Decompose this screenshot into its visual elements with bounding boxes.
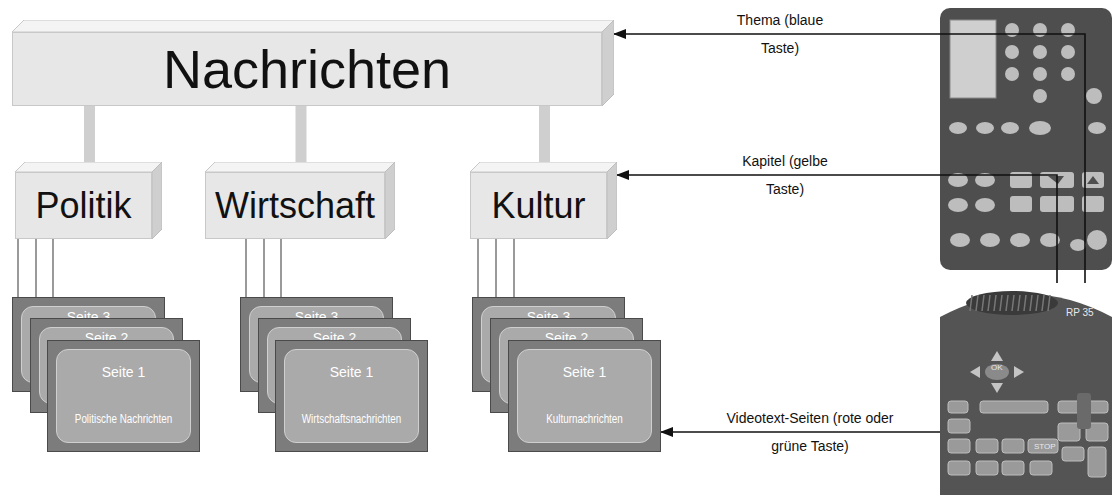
grille-slot [1000, 295, 1002, 311]
grille-slot [1030, 295, 1032, 311]
grille-slot [970, 295, 972, 311]
model-name: RP 35 [1066, 307, 1094, 318]
key-arrow [614, 34, 1085, 283]
key-arrow [661, 431, 940, 433]
remote-button [948, 461, 970, 475]
remote-keypad [948, 23, 1107, 251]
remote-button [948, 401, 968, 413]
band-top-face [15, 162, 162, 172]
grille-slot [976, 295, 978, 311]
remote-arrow-glyphs [1048, 176, 1099, 184]
band-side-face [385, 162, 395, 239]
tree-line [477, 239, 479, 297]
band-top-face [470, 162, 617, 172]
remote-button [976, 461, 998, 475]
grille-slot [994, 295, 996, 311]
grille-slot [1012, 295, 1014, 311]
band-front-face [206, 173, 385, 239]
page-content: Politische Nachrichten [56, 412, 191, 426]
tv-screen: Seite 1 Politische Nachrichten [56, 349, 191, 443]
tv-screen: Seite 1 Wirtschaftsnachrichten [284, 349, 419, 443]
tv-screen: Seite 1 Kulturnachrichten [517, 349, 652, 443]
videotext-page: Seite 1 Kulturnachrichten [508, 340, 661, 452]
grille-slot [1018, 295, 1020, 311]
remote-button [1028, 439, 1058, 453]
tree-line [245, 239, 247, 297]
remote-slider [1077, 393, 1091, 429]
chapter-title: Kultur [470, 172, 607, 239]
button-label: OK [991, 363, 1003, 372]
band-front-face [16, 173, 152, 239]
key-arrow [617, 175, 1057, 283]
page-number: Seite 1 [57, 364, 190, 380]
remote-button [1002, 461, 1024, 475]
videotext-page: Seite 1 Politische Nachrichten [47, 340, 200, 452]
grille-slot [1024, 295, 1026, 311]
grille-slot [1036, 295, 1038, 311]
band-front-face [13, 33, 602, 106]
page-number: Seite 1 [518, 364, 651, 380]
arrow-label: Videotext-Seiten (rote oder grüne Taste) [715, 404, 905, 460]
chapter-title: Politik [15, 172, 152, 239]
page-number: Seite 1 [285, 364, 418, 380]
arrow-label: Kapitel (gelbe Taste) [728, 147, 843, 203]
page-content: Kulturnachrichten [517, 412, 652, 426]
arrow-label: Thema (blaue Taste) [723, 6, 838, 62]
grille-slot [988, 295, 990, 311]
videotext-page: Seite 1 Wirtschaftsnachrichten [275, 340, 428, 452]
grille-slot [1042, 295, 1044, 311]
remote-button [1030, 461, 1052, 475]
topic-band: Nachrichten [12, 20, 614, 106]
remote-button [976, 439, 998, 453]
band-top-face [12, 20, 614, 32]
remote-button [1002, 439, 1024, 453]
topic-title: Nachrichten [12, 32, 602, 106]
grille-slot [1048, 295, 1050, 311]
button-label: STOP [1034, 442, 1056, 451]
band-side-face [602, 20, 614, 106]
remote-button [1062, 447, 1084, 461]
chapter-box: Politik [15, 162, 162, 239]
page-content: Wirtschaftsnachrichten [284, 412, 419, 426]
speaker-grille [966, 291, 1058, 315]
remote-button [1088, 447, 1106, 477]
remote-button [980, 401, 1048, 413]
dpad-left [970, 366, 980, 378]
dpad-up [991, 351, 1003, 361]
ok-button [985, 364, 1009, 380]
remote-top-body [940, 8, 1112, 270]
remote-button [1058, 423, 1080, 441]
tree-line [17, 239, 19, 297]
remote-button [1058, 401, 1080, 413]
chapter-box: Wirtschaft [205, 162, 395, 239]
dpad-down [991, 383, 1003, 393]
band-top-face [205, 162, 395, 172]
chapter-box: Kultur [470, 162, 617, 239]
band-side-face [607, 162, 617, 239]
grille-slot [1006, 295, 1008, 311]
chapter-title: Wirtschaft [205, 172, 385, 239]
remote-button [948, 419, 970, 433]
remote-body [940, 294, 1112, 495]
band-front-face [471, 173, 607, 239]
remote-button [948, 439, 970, 453]
grille-slot [982, 295, 984, 311]
remote-display [950, 20, 996, 98]
band-side-face [152, 162, 162, 239]
remote-control: RP 35 OK STOP [940, 283, 1112, 495]
dpad-right [1014, 366, 1024, 378]
